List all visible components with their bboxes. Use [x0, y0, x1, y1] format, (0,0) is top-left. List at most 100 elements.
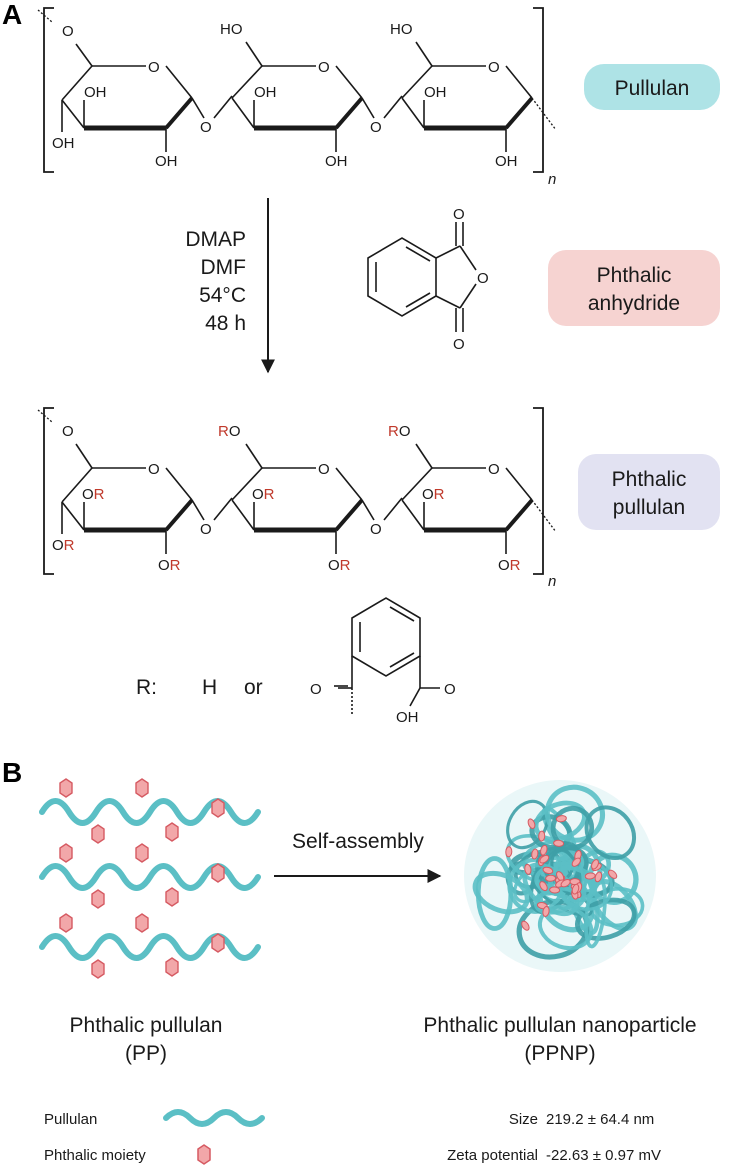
legend-moiety-label: Phthalic moiety: [44, 1147, 146, 1164]
svg-text:54°C: 54°C: [199, 284, 246, 307]
phthalic-moiety: [211, 933, 225, 953]
phthalic-moiety: [549, 886, 561, 894]
svg-text:O: O: [488, 461, 500, 478]
zeta-value: -22.63 ± 0.97 mV: [546, 1147, 661, 1164]
phthalic-moiety: [560, 879, 571, 888]
svg-text:O: O: [370, 119, 382, 136]
svg-text:OR: OR: [82, 486, 105, 503]
nanoparticle-loop: [575, 897, 637, 941]
svg-text:O: O: [148, 461, 160, 478]
svg-text:anhydride: anhydride: [588, 292, 680, 315]
r-label: R:: [136, 676, 157, 699]
substituted-ring-1: O O OR OR OR O: [37, 409, 212, 574]
phthalic-moiety: [91, 889, 105, 909]
svg-text:OH: OH: [325, 153, 348, 170]
svg-text:DMAP: DMAP: [185, 228, 246, 251]
nanoparticle-loop: [550, 805, 595, 851]
ppnp-abbr: (PPNP): [524, 1042, 595, 1065]
phthalic-moiety: [531, 848, 539, 860]
phthalic-moiety: [591, 859, 599, 870]
svg-text:O: O: [453, 336, 465, 353]
nanoparticle-loop: [534, 861, 584, 894]
size-value: 219.2 ± 64.4 nm: [546, 1111, 654, 1128]
r-h-option: H: [202, 676, 217, 699]
r-phthaloyl-atoms: O O OH: [310, 681, 456, 726]
phthalic-moiety: [524, 863, 532, 875]
svg-text:O: O: [370, 521, 382, 538]
phthalic-moiety: [594, 871, 603, 883]
self-assembly-label: Self-assembly: [292, 830, 424, 853]
phthalic-moiety: [527, 818, 536, 829]
panel-b-label: B: [2, 757, 22, 788]
substituted-ring-3: RO O OR OR: [383, 423, 557, 574]
phthalic-moiety: [521, 920, 530, 931]
svg-text:OR: OR: [52, 537, 75, 554]
pullulan-chain: [39, 933, 261, 961]
phthalic-pullulan-pill: Phthalic pullulan: [578, 454, 720, 530]
phthalic-moiety: [165, 957, 179, 977]
svg-text:RO: RO: [218, 423, 241, 440]
svg-text:O: O: [148, 59, 160, 76]
svg-text:Phthalic: Phthalic: [612, 468, 687, 491]
nanoparticle-loop: [537, 904, 594, 951]
phthalic-moiety: [135, 778, 149, 798]
phthalic-moiety: [542, 866, 554, 875]
r-or: or: [244, 676, 263, 699]
svg-text:48 h: 48 h: [205, 312, 246, 335]
svg-text:OH: OH: [495, 153, 518, 170]
legend-pullulan-label: Pullulan: [44, 1111, 97, 1128]
phthalic-moiety: [505, 846, 513, 858]
phthalic-moiety: [211, 798, 225, 818]
phthalic-anhydride-pill: Phthalic anhydride: [548, 250, 720, 326]
legend-pullulan-swatch: [163, 1109, 265, 1127]
repeat-n: n: [548, 171, 556, 188]
svg-text:OR: OR: [158, 557, 181, 574]
glucose-ring-2: HO O OH OH O: [213, 21, 382, 170]
phthalic-moiety: [135, 913, 149, 933]
pp-abbr: (PP): [125, 1042, 167, 1065]
phthalic-moiety: [165, 822, 179, 842]
svg-text:OH: OH: [396, 709, 419, 726]
svg-text:O: O: [488, 59, 500, 76]
svg-text:RO: RO: [388, 423, 411, 440]
svg-text:O: O: [62, 23, 74, 40]
phthalic-moiety: [539, 881, 548, 892]
phthalic-moiety: [59, 913, 73, 933]
svg-text:OH: OH: [52, 135, 75, 152]
phthalic-moiety: [555, 815, 567, 823]
phthalic-moiety: [211, 863, 225, 883]
ppnp-name: Phthalic pullulan nanoparticle: [423, 1014, 696, 1037]
svg-text:OR: OR: [328, 557, 351, 574]
nanoparticle-loop: [475, 856, 514, 931]
r-phthaloyl-structure: [334, 597, 440, 716]
svg-text:OR: OR: [422, 486, 445, 503]
zeta-label: Zeta potential: [447, 1147, 538, 1164]
svg-text:O: O: [318, 59, 330, 76]
pullulan-pill: Pullulan: [584, 64, 720, 110]
svg-text:O: O: [310, 681, 322, 698]
svg-text:OR: OR: [498, 557, 521, 574]
phthalic-moiety: [571, 857, 581, 867]
phthalic-pullulan-structure: n O O OR OR OR O: [37, 407, 557, 590]
svg-text:Phthalic: Phthalic: [597, 264, 672, 287]
svg-text:HO: HO: [390, 21, 413, 38]
svg-text:O: O: [200, 521, 212, 538]
nanoparticle-loop: [584, 805, 637, 860]
left-bracket: [43, 7, 54, 173]
svg-text:O: O: [453, 206, 465, 223]
phthalic-anhydride-structure: [367, 222, 477, 332]
svg-text:O: O: [200, 119, 212, 136]
anhydride-atoms: O O O: [453, 206, 489, 353]
svg-text:O: O: [62, 423, 74, 440]
legend: Pullulan Phthalic moiety: [44, 1109, 265, 1165]
phthalic-moiety: [59, 778, 73, 798]
phthalic-moiety: [584, 872, 596, 880]
svg-text:OH: OH: [155, 153, 178, 170]
phthalic-moiety: [607, 869, 618, 879]
phthalic-moiety: [542, 906, 550, 917]
legend-moiety-swatch: [197, 1144, 211, 1165]
svg-text:OR: OR: [252, 486, 275, 503]
pullulan-structure: n O O OH OH OH O: [37, 7, 557, 188]
size-label: Size: [509, 1111, 538, 1128]
